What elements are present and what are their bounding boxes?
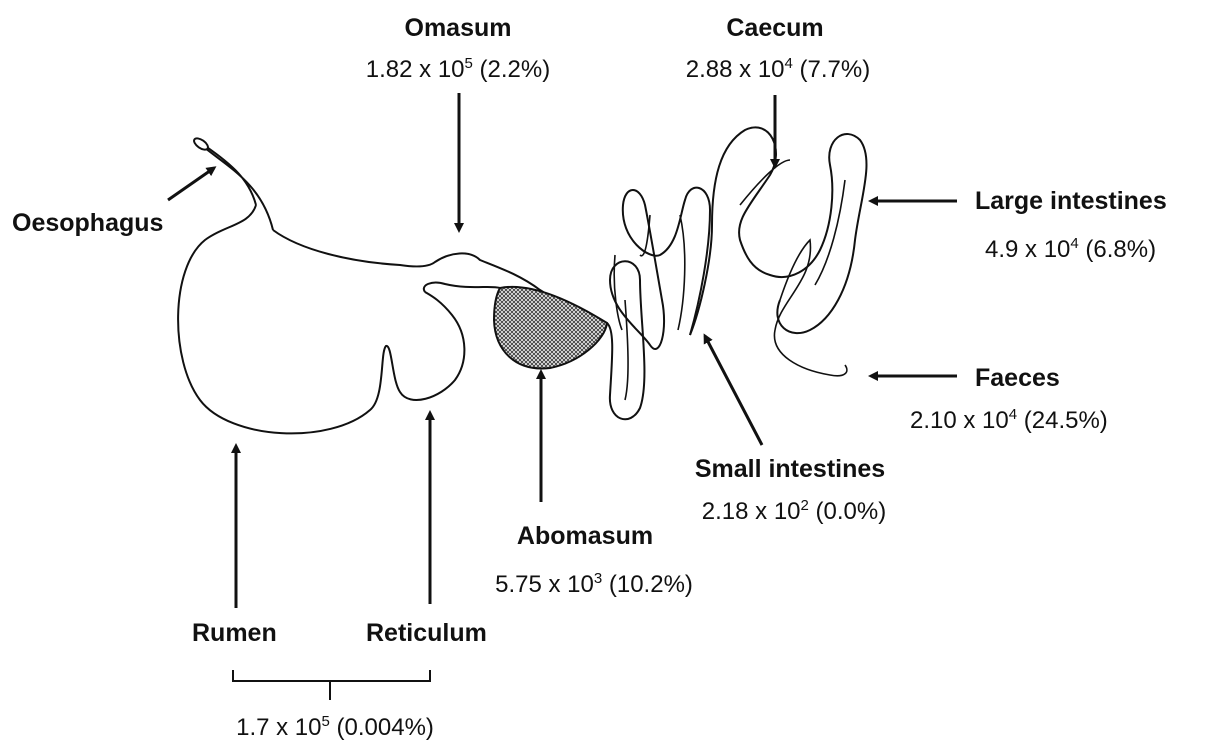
abomasum-value: 5.75 x 103 (10.2%) [495, 571, 693, 599]
small-intestine-inner [614, 215, 685, 400]
arrow-small-intestines [705, 336, 762, 445]
oesophagus-label: Oesophagus [12, 209, 163, 237]
reticulum-label: Reticulum [366, 619, 487, 647]
large-intestines-value: 4.9 x 104 (6.8%) [985, 236, 1156, 264]
small-intestine-shape [607, 188, 710, 420]
omasum-label: Omasum [405, 14, 512, 42]
rumen-reticulum-value: 1.7 x 105 (0.004%) [236, 714, 434, 742]
rumen-label: Rumen [192, 619, 277, 647]
abomasum-shape [494, 287, 607, 369]
caecum-shape [690, 127, 866, 335]
rumen-shape [178, 205, 464, 433]
faeces-label: Faeces [975, 364, 1060, 392]
small-intestines-label: Small intestines [695, 455, 885, 483]
small-intestines-value: 2.18 x 102 (0.0%) [702, 498, 886, 526]
oesophagus-shape [197, 140, 273, 230]
oesophagus-opening [192, 136, 210, 152]
caecum-label: Caecum [726, 14, 823, 42]
arrow-oesophagus [168, 168, 214, 200]
faeces-value: 2.10 x 104 (24.5%) [910, 407, 1108, 435]
large-intestines-label: Large intestines [975, 187, 1167, 215]
abomasum-label: Abomasum [517, 522, 653, 550]
reticulum-inner [424, 283, 500, 292]
caecum-value: 2.88 x 104 (7.7%) [686, 56, 870, 84]
rumen-reticulum-bracket [233, 670, 430, 700]
omasum-value: 1.82 x 105 (2.2%) [366, 56, 550, 84]
